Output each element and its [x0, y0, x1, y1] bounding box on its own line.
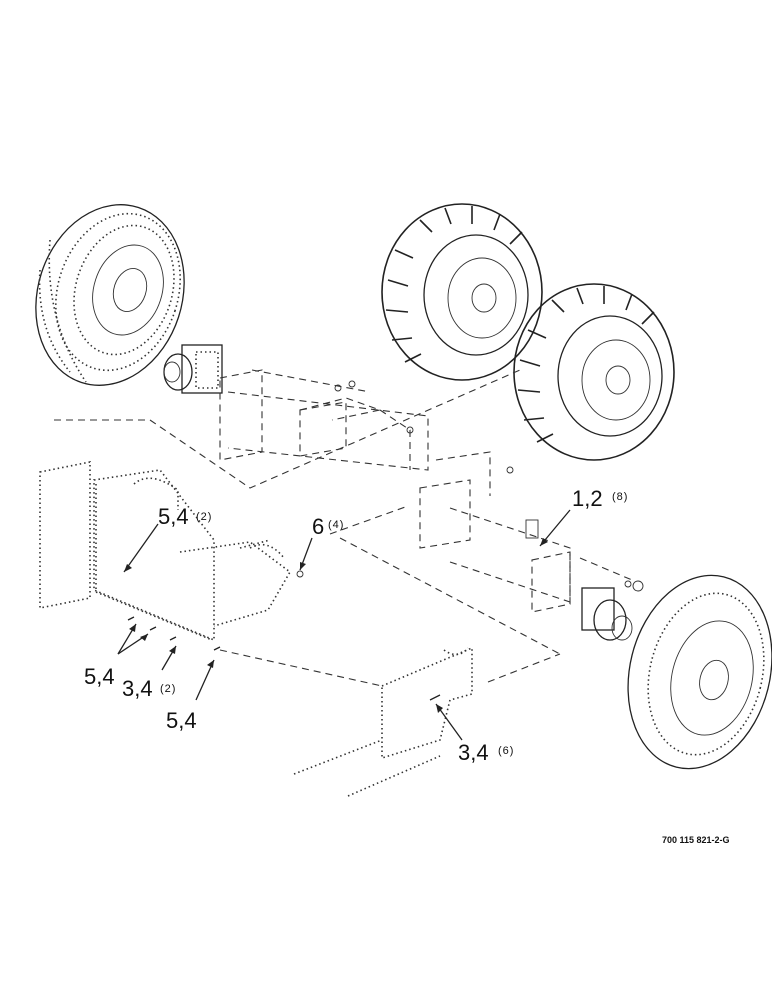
leader-lines: [117, 509, 571, 741]
hub-left: [163, 344, 223, 394]
callout-label: 6: [312, 514, 324, 539]
center-lines: [54, 369, 633, 687]
callout-label: 3,4: [458, 740, 489, 765]
callout-label: 5,4: [166, 708, 197, 733]
mounting-bracket-lower: [293, 646, 473, 797]
tire-upper-left: [35, 204, 185, 386]
bolts: [127, 570, 441, 701]
callout-1-2: 1,2 (8): [572, 486, 628, 511]
callout-3-4-lower: 3,4 (6): [458, 740, 514, 765]
callout-5-4-upper: 5,4 (2): [158, 504, 212, 529]
axle-beam-upper: [219, 369, 429, 471]
hub-right: [581, 580, 644, 641]
callout-label: 5,4: [84, 664, 115, 689]
callout-5-4-left: 5,4: [84, 664, 115, 689]
tire-lower-right: [627, 574, 772, 770]
tire-lug-rear: [381, 203, 543, 381]
figure-reference-number: 700 115 821-2-G: [662, 835, 730, 845]
callout-qty: (2): [160, 683, 176, 695]
callout-label: 1,2: [572, 486, 603, 511]
callout-qty: (6): [498, 745, 514, 757]
callout-label: 3,4: [122, 676, 153, 701]
frame-bracket-left: [39, 461, 292, 642]
callout-6: 6 (4): [312, 514, 344, 539]
callout-label: 5,4: [158, 504, 189, 529]
callout-qty: (2): [196, 511, 212, 523]
callout-5-4-lower: 5,4: [166, 708, 197, 733]
callout-qty: (8): [612, 491, 628, 503]
axle-beam-lower: [419, 451, 571, 613]
callout-qty: (4): [328, 519, 344, 531]
callout-3-4-middle: 3,4 (2): [122, 676, 176, 701]
tire-lug-front: [513, 283, 675, 461]
